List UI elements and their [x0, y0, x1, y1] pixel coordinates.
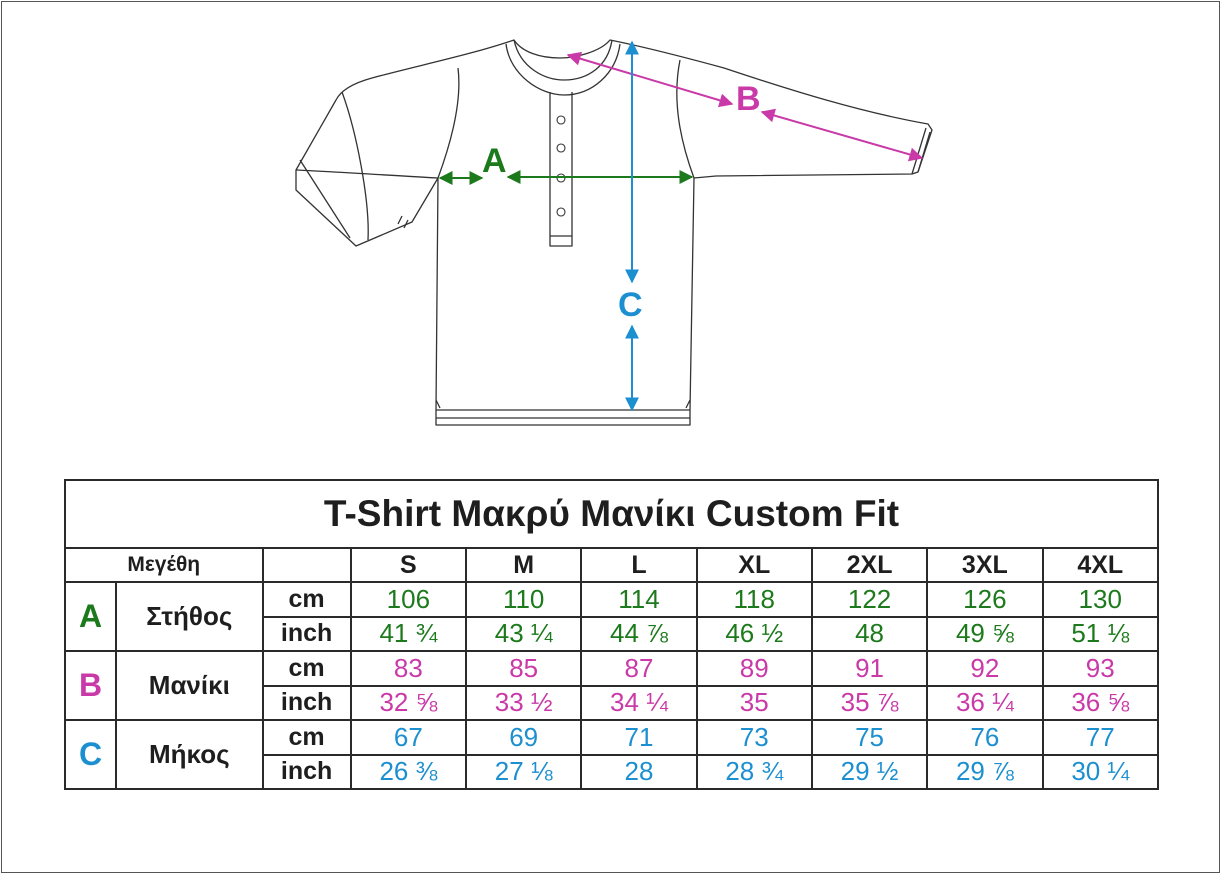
cell-c-cm-2xl: 75 [810, 719, 929, 756]
cell-a-cm-s: 106 [349, 581, 468, 618]
cell-c-cm-3xl: 76 [926, 719, 1044, 756]
cell-b-cm-m: 85 [465, 650, 583, 687]
cell-c-cm-l: 71 [580, 719, 698, 756]
cell-b-inch-4xl: 36 ⅝ [1041, 684, 1159, 721]
unit-header-blank [261, 547, 352, 583]
title-row: T-Shirt Μακρύ Μανίκι Custom Fit [64, 479, 1159, 549]
cell-c-inch-4xl: 30 ¼ [1041, 753, 1159, 790]
cell-b-inch-m: 33 ½ [465, 684, 583, 721]
label-b: B [736, 80, 761, 118]
cell-b-inch-3xl: 36 ¼ [926, 684, 1044, 721]
table-title: T-Shirt Μακρύ Μανίκι Custom Fit [64, 479, 1159, 549]
table-row-b-cm: B Μανίκι cm 83 85 87 89 91 92 93 [63, 650, 1159, 721]
cell-a-cm-l: 114 [580, 581, 698, 618]
unit-inch: inch [261, 753, 352, 790]
measure-a [438, 170, 694, 185]
cell-b-inch-2xl: 35 ⅞ [810, 684, 929, 721]
cell-b-cm-l: 87 [580, 650, 698, 687]
cell-c-cm-m: 69 [465, 719, 583, 756]
cell-a-cm-2xl: 122 [810, 581, 929, 618]
unit-cm: cm [261, 719, 352, 756]
cell-a-inch-3xl: 49 ⅝ [926, 615, 1044, 652]
measure-b [566, 51, 924, 162]
unit-inch: inch [261, 684, 352, 721]
cell-c-cm-xl: 73 [695, 719, 813, 756]
table-row-a-inch: inch 41 ¾ 43 ¼ 44 ⅞ 46 ½ 48 49 ⅝ 51 ⅛ [65, 615, 1159, 652]
label-a: A [482, 142, 507, 180]
size-l: L [580, 547, 698, 583]
shirt-outline [295, 39, 933, 426]
cell-b-cm-2xl: 91 [810, 650, 929, 687]
size-chart-table: T-Shirt Μακρύ Μανίκι Custom Fit Μεγέθη S… [63, 479, 1159, 790]
header-row: Μεγέθη S M L XL 2XL 3XL 4XL [64, 547, 1159, 583]
cell-c-inch-l: 28 [580, 753, 698, 790]
unit-inch: inch [261, 615, 352, 652]
cell-c-inch-2xl: 29 ½ [810, 753, 929, 790]
cell-a-inch-4xl: 51 ⅛ [1041, 615, 1159, 652]
cell-c-cm-s: 67 [349, 719, 468, 756]
cell-b-inch-xl: 35 [695, 684, 813, 721]
cell-a-inch-l: 44 ⅞ [580, 615, 698, 652]
cell-a-cm-m: 110 [465, 581, 583, 618]
cell-a-inch-2xl: 48 [810, 615, 929, 652]
cell-b-inch-l: 34 ¼ [580, 684, 698, 721]
unit-cm: cm [261, 581, 352, 618]
label-c: C [618, 286, 643, 324]
cell-c-cm-4xl: 77 [1041, 719, 1159, 756]
size-xl: XL [695, 547, 813, 583]
row-name-sleeve: Μανίκι [115, 650, 264, 721]
size-2xl: 2XL [810, 547, 929, 583]
cell-b-cm-3xl: 92 [926, 650, 1044, 687]
cell-c-inch-3xl: 29 ⅞ [926, 753, 1044, 790]
shirt-diagram: A B C [295, 39, 933, 426]
size-s: S [349, 547, 468, 583]
size-3xl: 3XL [926, 547, 1044, 583]
table-row-a-cm: A Στήθος cm 106 110 114 118 122 126 130 [63, 581, 1159, 652]
sizes-header: Μεγέθη [64, 547, 264, 583]
cell-a-cm-4xl: 130 [1041, 581, 1159, 618]
cell-b-cm-xl: 89 [695, 650, 813, 687]
size-4xl: 4XL [1041, 547, 1159, 583]
cell-a-cm-3xl: 126 [926, 581, 1044, 618]
table-row-b-inch: inch 32 ⅝ 33 ½ 34 ¼ 35 35 ⅞ 36 ¼ 36 ⅝ [65, 684, 1159, 721]
row-letter-c: C [63, 719, 118, 790]
cell-b-cm-4xl: 93 [1041, 650, 1159, 687]
row-letter-a: A [63, 581, 118, 652]
row-name-length: Μήκος [115, 719, 264, 790]
shirt-buttons [556, 115, 566, 217]
table-row-c-inch: inch 26 ⅜ 27 ⅛ 28 28 ¾ 29 ½ 29 ⅞ 30 ¼ [65, 753, 1159, 790]
cell-c-inch-s: 26 ⅜ [349, 753, 468, 790]
cell-a-inch-m: 43 ¼ [465, 615, 583, 652]
table-row-c-cm: C Μήκος cm 67 69 71 73 75 76 77 [63, 719, 1159, 790]
row-letter-b: B [63, 650, 118, 721]
size-m: M [465, 547, 583, 583]
cell-a-cm-xl: 118 [695, 581, 813, 618]
row-name-chest: Στήθος [115, 581, 264, 652]
unit-cm: cm [261, 650, 352, 687]
cell-a-inch-xl: 46 ½ [695, 615, 813, 652]
cell-b-cm-s: 83 [349, 650, 468, 687]
cell-b-inch-s: 32 ⅝ [349, 684, 468, 721]
cell-c-inch-xl: 28 ¾ [695, 753, 813, 790]
cell-a-inch-s: 41 ¾ [349, 615, 468, 652]
cell-c-inch-m: 27 ⅛ [465, 753, 583, 790]
